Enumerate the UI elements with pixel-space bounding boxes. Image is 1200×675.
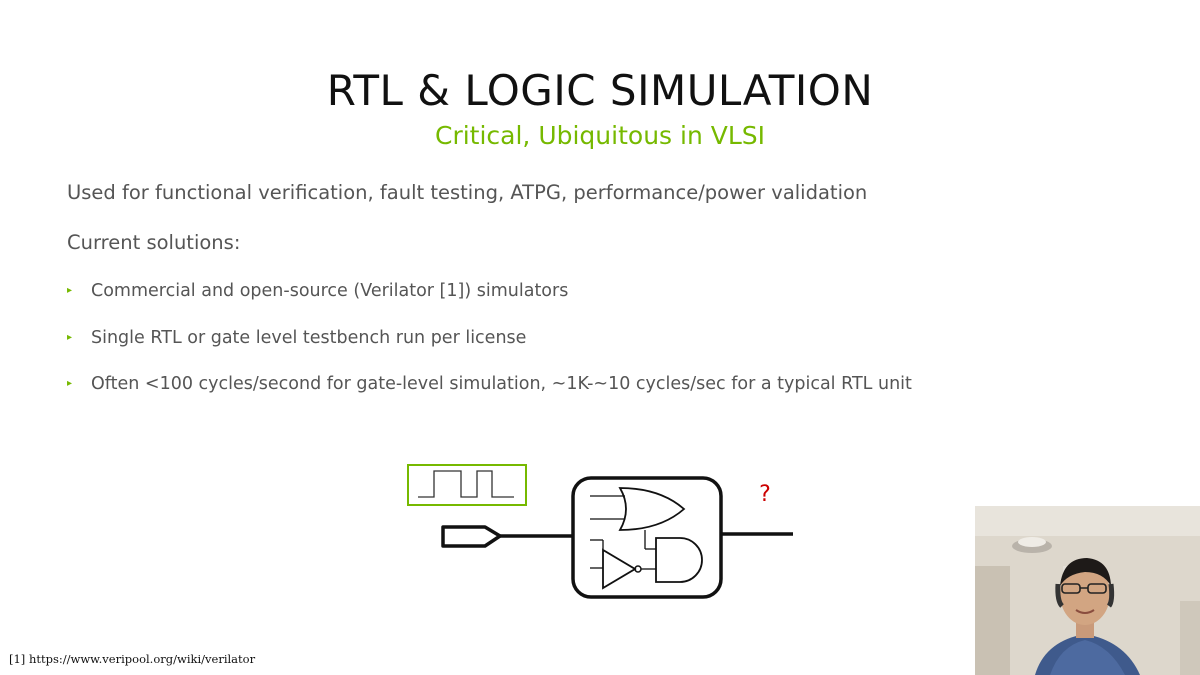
bullet-item: ▸ Single RTL or gate level testbench run …	[67, 328, 526, 348]
slide-subtitle: Critical, Ubiquitous in VLSI	[434, 121, 766, 150]
footnote: [1] https://www.veripool.org/wiki/verila…	[9, 652, 256, 666]
bullet-item: ▸ Often <100 cycles/second for gate-level…	[67, 374, 912, 394]
webcam-image	[975, 506, 1200, 675]
logic-diagram: ?	[407, 464, 793, 599]
not-gate-icon	[590, 539, 656, 590]
bullet-text: Often <100 cycles/second for gate-level …	[91, 374, 912, 394]
intro-text: Used for functional verification, fault …	[67, 181, 868, 204]
and-gate-icon	[655, 537, 703, 583]
or-gate-icon	[590, 487, 686, 550]
presenter-webcam	[975, 506, 1200, 675]
clock-waveform-icon	[407, 464, 527, 506]
bullet-marker-icon: ▸	[67, 378, 73, 389]
bullet-marker-icon: ▸	[67, 332, 73, 343]
output-unknown-label: ?	[759, 482, 771, 507]
solutions-heading: Current solutions:	[67, 231, 241, 254]
bullet-text: Commercial and open-source (Verilator [1…	[91, 281, 569, 301]
bullet-text: Single RTL or gate level testbench run p…	[91, 328, 527, 348]
input-port-icon	[441, 525, 502, 548]
logic-module-box	[571, 476, 723, 599]
bullet-item: ▸ Commercial and open-source (Verilator […	[67, 281, 568, 301]
bullet-marker-icon: ▸	[67, 285, 73, 296]
slide-title: RTL & LOGIC SIMULATION	[326, 66, 874, 115]
